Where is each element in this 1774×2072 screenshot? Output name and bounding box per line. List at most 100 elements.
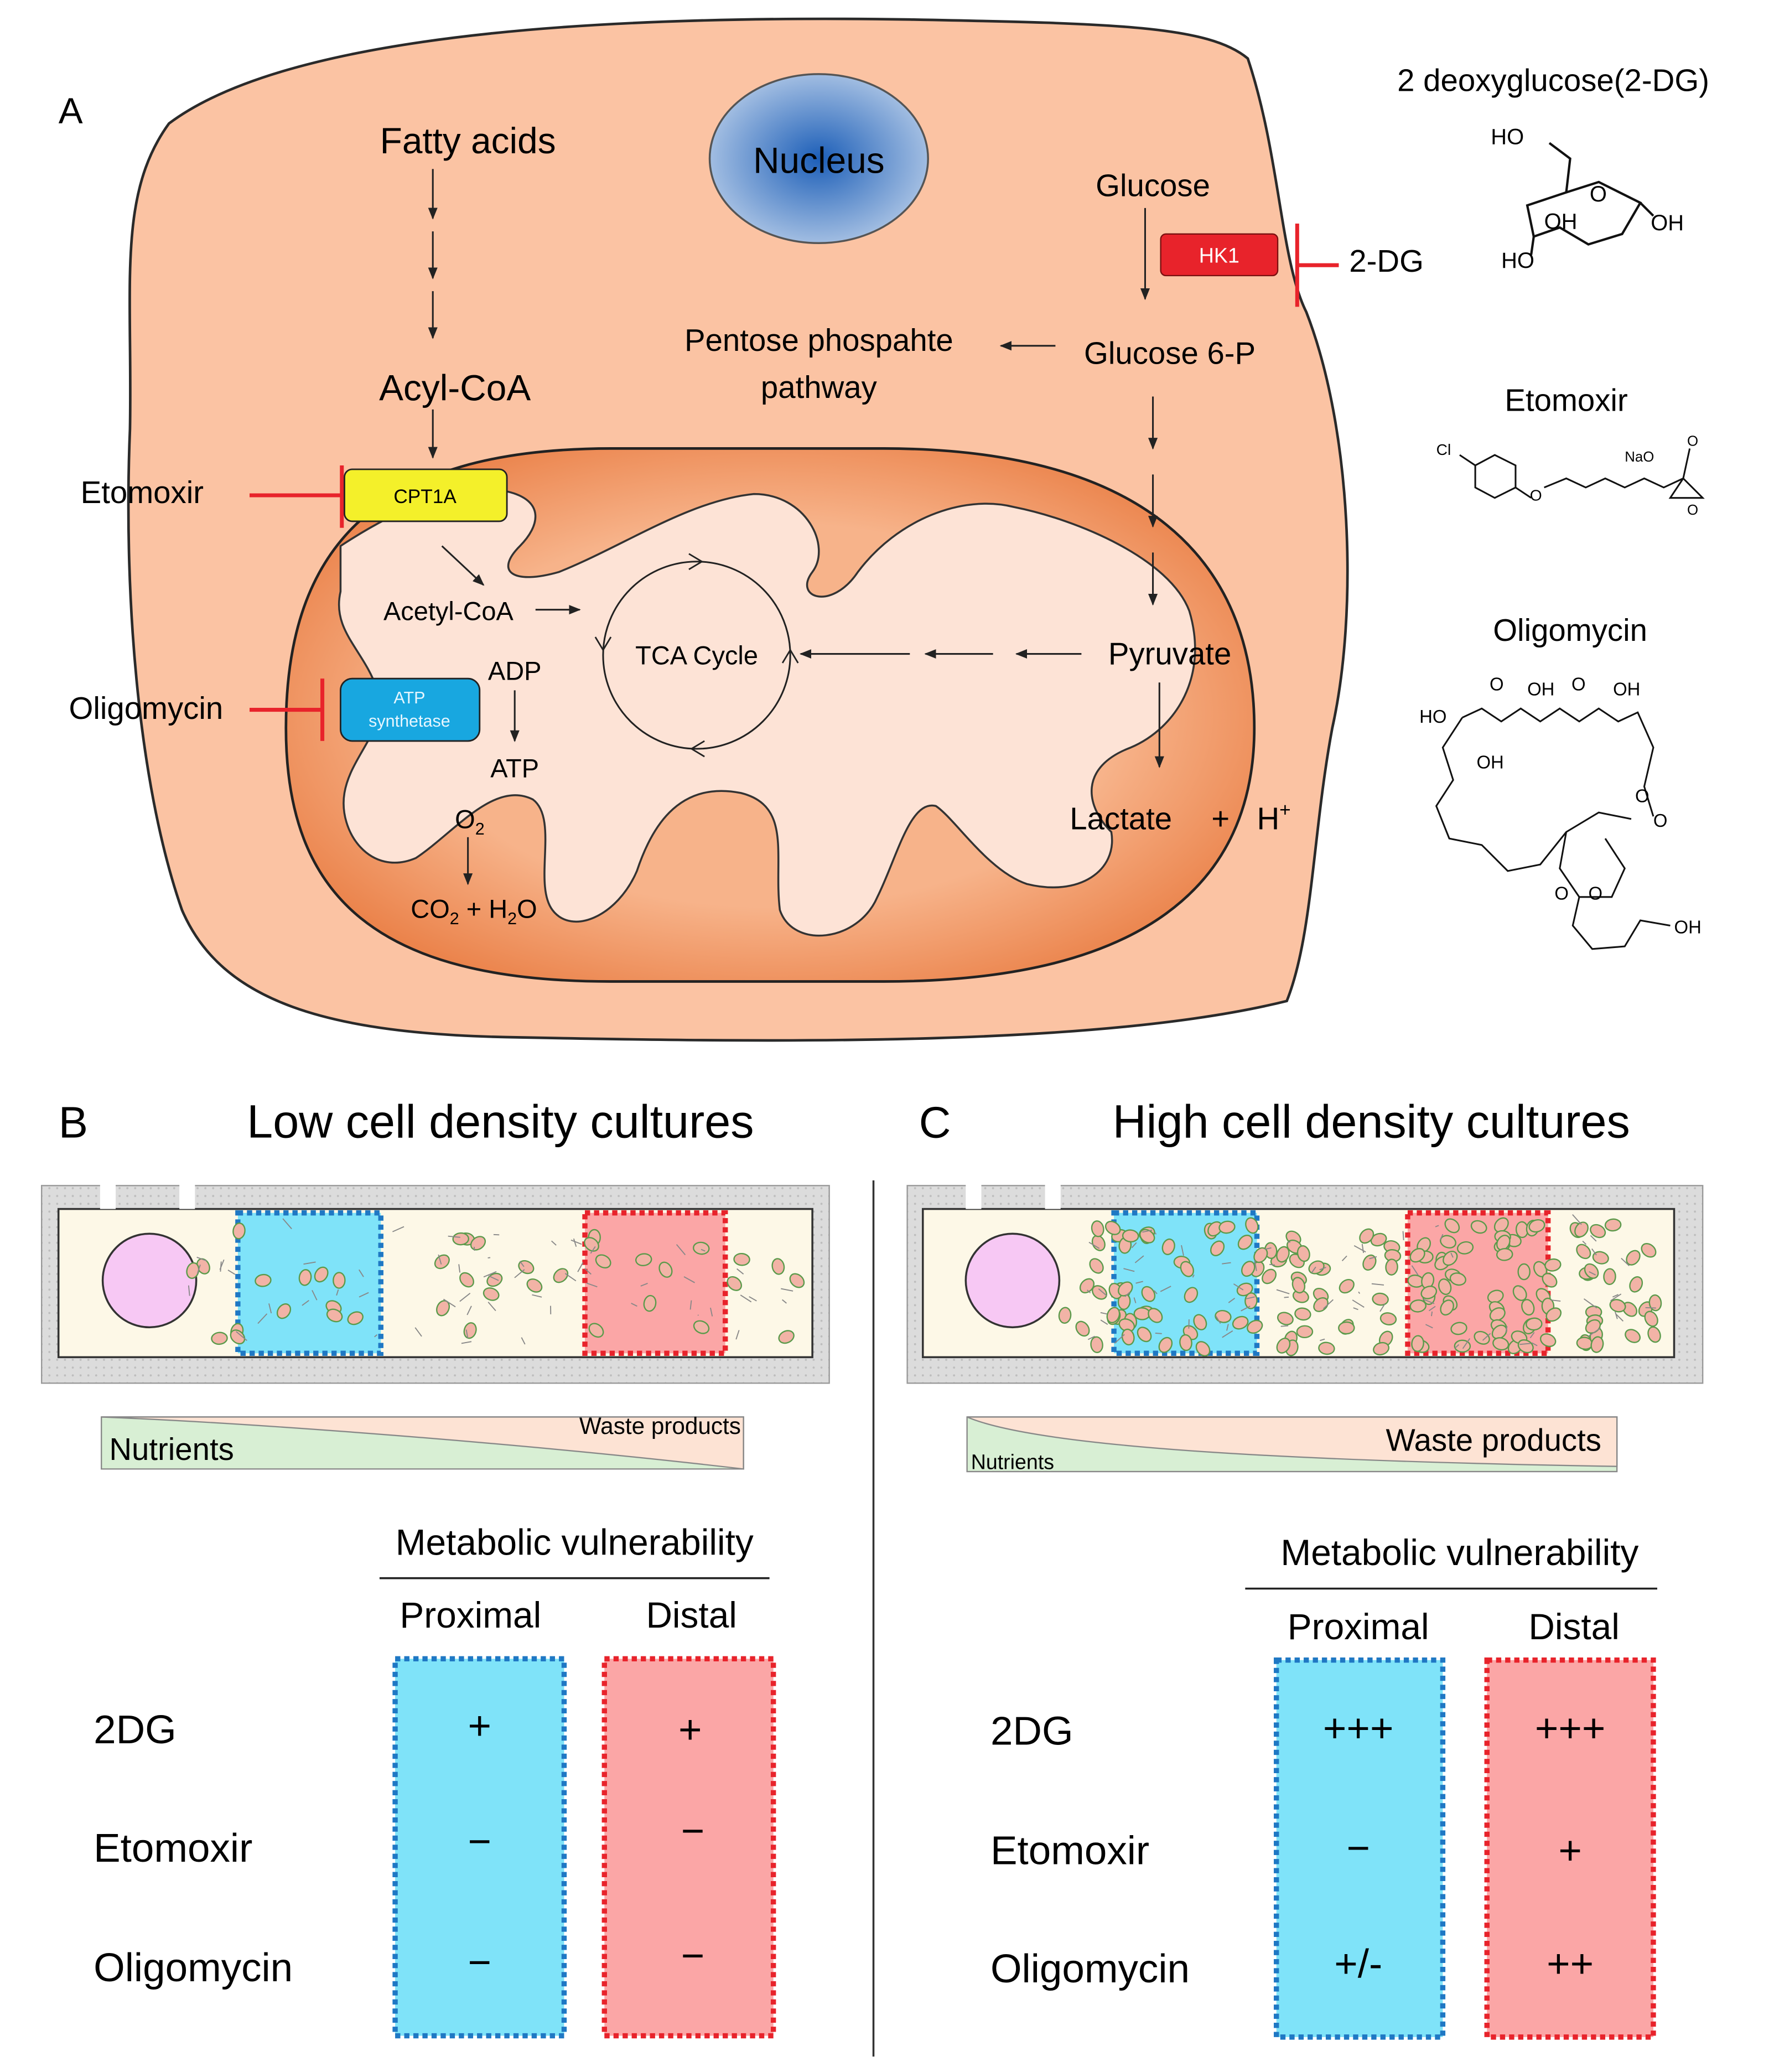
- dg-o: O: [1590, 182, 1607, 206]
- etomoxir-inhibitor-label: Etomoxir: [81, 475, 204, 510]
- panel-c-row-oligomycin-drug: Oligomycin: [990, 1946, 1190, 1991]
- oli-o4: O: [1653, 810, 1668, 831]
- cell: [1518, 1264, 1530, 1280]
- panel-b-row-2dg-proximal: +: [468, 1703, 492, 1748]
- eto-nao: NaO: [1625, 449, 1654, 465]
- etomoxir-structure: [1460, 448, 1703, 498]
- panel-b-nutrients: Nutrients: [109, 1432, 234, 1467]
- panel-c-row-etomoxir-proximal: −: [1346, 1826, 1370, 1871]
- etomoxir-title: Etomoxir: [1505, 382, 1627, 417]
- deoxyglucose-title: 2 deoxyglucose(2-DG): [1397, 63, 1709, 97]
- panel-b-row-oligomycin-distal: −: [681, 1934, 705, 1978]
- panel-b-vulnerability-title: Metabolic vulnerability: [396, 1521, 754, 1562]
- atp-synthetase-line2: synthetase: [369, 712, 450, 731]
- hk1-label: HK1: [1199, 244, 1239, 267]
- oli-oh1: OH: [1527, 679, 1554, 700]
- panel-b-row-oligomycin-drug: Oligomycin: [94, 1945, 293, 1990]
- oli-o6: O: [1588, 883, 1602, 904]
- panel-c-row-etomoxir-distal: +: [1558, 1828, 1582, 1873]
- matrix-fiber: [1403, 1231, 1404, 1240]
- oligomycin-structure: [1436, 708, 1671, 949]
- eto-o2: O: [1687, 434, 1698, 449]
- eto-o3: O: [1687, 503, 1698, 518]
- nucleus-label: Nucleus: [753, 139, 885, 180]
- panel-b-title: Low cell density cultures: [247, 1095, 754, 1147]
- oli-oh3: OH: [1476, 752, 1503, 772]
- matrix-fiber: [1155, 1333, 1162, 1334]
- panel-b-row-2dg-drug: 2DG: [94, 1707, 177, 1752]
- panel-c-label: C: [919, 1097, 951, 1147]
- panel-b-col-proximal: Proximal: [400, 1594, 541, 1635]
- atp-synthetase-line1: ATP: [393, 688, 425, 707]
- panel-b-waste: Waste products: [579, 1413, 741, 1439]
- oli-ho: HO: [1419, 706, 1446, 727]
- oligomycin-inhibitor-label: Oligomycin: [69, 691, 223, 726]
- acyl-coa-label: Acyl-CoA: [379, 367, 531, 408]
- cell: [1526, 1318, 1542, 1330]
- cell: [1496, 1248, 1513, 1261]
- panel-c-vulnerability-title: Metabolic vulnerability: [1280, 1532, 1638, 1573]
- cell: [1244, 1293, 1257, 1309]
- panel-b-label: B: [59, 1097, 88, 1147]
- fatty-acids-label: Fatty acids: [380, 120, 556, 161]
- cell: [1386, 1259, 1398, 1275]
- pentose-line2: pathway: [761, 370, 878, 405]
- panel-c-row-etomoxir-drug: Etomoxir: [990, 1828, 1149, 1873]
- cell: [1604, 1268, 1616, 1284]
- panel-c-row-2dg-drug: 2DG: [990, 1708, 1073, 1753]
- oli-o2: O: [1571, 674, 1586, 694]
- dg-ho2: HO: [1501, 248, 1534, 273]
- eto-o: O: [1530, 486, 1542, 504]
- lactate-label: Lactate: [1070, 801, 1172, 836]
- oli-o1: O: [1490, 674, 1504, 694]
- cell: [1134, 1308, 1150, 1320]
- panel-b-row-oligomycin-proximal: −: [468, 1940, 492, 1985]
- panel-c-row-oligomycin-distal: ++: [1547, 1941, 1594, 1986]
- matrix-fiber: [474, 1247, 475, 1251]
- panel-b-row-2dg-distal: +: [678, 1707, 702, 1752]
- panel-c-col-distal: Distal: [1528, 1606, 1619, 1647]
- oli-oh4: OH: [1674, 917, 1702, 937]
- pyruvate-label: Pyruvate: [1108, 636, 1231, 671]
- panel-c-row-oligomycin-proximal: +/-: [1334, 1941, 1382, 1986]
- panel-c-waste: Waste products: [1386, 1422, 1601, 1457]
- cell: [333, 1272, 345, 1288]
- matrix-fiber: [1431, 1312, 1432, 1316]
- co2-h2o-label: CO2 + H2O: [411, 894, 537, 928]
- panel-a-label: A: [59, 90, 83, 131]
- 2dg-inhibitor-label: 2-DG: [1349, 244, 1424, 278]
- panel-c-row-2dg-proximal: +++: [1323, 1706, 1394, 1751]
- lactate-plus: +: [1211, 801, 1230, 836]
- panel-b-row-etomoxir-distal: −: [681, 1809, 705, 1853]
- panel-c-col-proximal: Proximal: [1288, 1606, 1429, 1647]
- oli-o5: O: [1554, 883, 1569, 904]
- panel-b-col-distal: Distal: [646, 1594, 736, 1635]
- cell: [453, 1233, 469, 1245]
- cell: [1297, 1326, 1313, 1338]
- eto-cl: Cl: [1436, 441, 1451, 458]
- acetyl-coa-label: Acetyl-CoA: [383, 596, 514, 625]
- oli-oh2: OH: [1613, 679, 1640, 700]
- dg-oh2: OH: [1651, 211, 1684, 235]
- cpt1a-label: CPT1A: [393, 486, 457, 507]
- glucose-6p-label: Glucose 6-P: [1084, 336, 1256, 371]
- panel-c-title: High cell density cultures: [1113, 1095, 1630, 1147]
- pentose-line1: Pentose phospahte: [684, 323, 953, 358]
- dg-oh1: OH: [1544, 209, 1578, 234]
- panel-c-row-2dg-distal: +++: [1535, 1706, 1606, 1751]
- tca-cycle-label: TCA Cycle: [635, 640, 758, 670]
- adp-label: ADP: [488, 656, 542, 686]
- cell: [734, 1253, 750, 1266]
- oli-o3: O: [1635, 785, 1649, 806]
- matrix-fiber: [1284, 1297, 1289, 1298]
- panel-c-nutrients: Nutrients: [971, 1450, 1054, 1473]
- panel-b-culture-chamber: [42, 1180, 829, 1383]
- glucose-label: Glucose: [1096, 168, 1210, 203]
- atp-label: ATP: [490, 754, 539, 783]
- matrix-fiber: [1281, 1326, 1288, 1327]
- oligomycin-title: Oligomycin: [1493, 613, 1647, 648]
- panel-b-row-etomoxir-drug: Etomoxir: [94, 1826, 252, 1871]
- panel-b-row-etomoxir-proximal: −: [468, 1819, 492, 1864]
